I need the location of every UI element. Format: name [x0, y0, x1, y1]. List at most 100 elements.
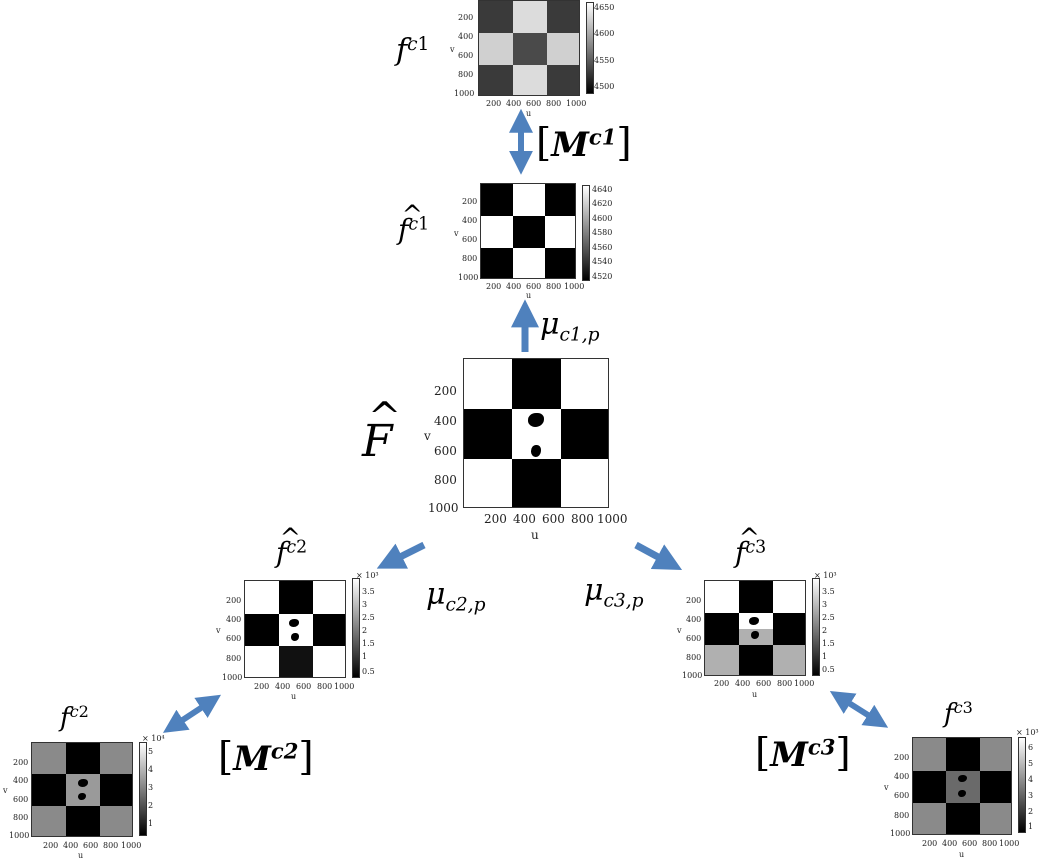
x-tick: 1000 [334, 682, 355, 691]
x-axis-label: u [752, 690, 758, 699]
y-tick: 800 [462, 254, 478, 263]
x-tick: 400 [942, 839, 958, 848]
cb-tick: 4640 [592, 185, 613, 194]
x-tick: 200 [484, 512, 507, 526]
y-tick: 1000 [454, 89, 475, 98]
x-tick: 800 [982, 839, 998, 848]
x-tick: 200 [254, 682, 270, 691]
cb-tick: 3 [1028, 791, 1034, 800]
cb-tick: 3 [148, 783, 154, 792]
y-tick: 400 [13, 776, 29, 785]
label-hat-f-c1: fc1 [398, 202, 429, 244]
colorbar-f-c1 [586, 2, 594, 94]
cb-tick: 4520 [592, 272, 613, 281]
operator-mu-c2: μc2,p [426, 577, 486, 616]
x-tick: 1000 [566, 99, 587, 108]
x-tick: 600 [962, 839, 978, 848]
label-F-hat: F [362, 398, 401, 464]
y-tick: 200 [462, 197, 478, 206]
x-tick: 800 [103, 841, 119, 850]
x-tick: 800 [317, 682, 333, 691]
x-tick: 1000 [597, 512, 628, 526]
cb-tick: 5 [148, 747, 154, 756]
double-arrow-c2 [162, 694, 222, 733]
cb-tick: 4500 [594, 82, 615, 91]
cb-tick: 2 [362, 626, 368, 635]
operator-m-c2: [Mc2] [218, 735, 314, 780]
x-tick: 600 [756, 679, 772, 688]
cb-tick: 4600 [592, 214, 613, 223]
y-axis-label: v [424, 429, 431, 443]
colorbar-hat-f-c2 [352, 578, 360, 678]
cb-tick: 2 [148, 801, 154, 810]
cb-tick: 3 [362, 600, 368, 609]
x-tick: 200 [922, 839, 938, 848]
x-tick: 400 [63, 841, 79, 850]
y-tick: 400 [458, 32, 474, 41]
y-tick: 400 [226, 615, 242, 624]
cb-tick: 3.5 [362, 587, 375, 596]
x-axis-label: u [78, 851, 84, 860]
cb-tick: 4560 [592, 243, 613, 252]
colorbar-f-c3 [1018, 737, 1026, 833]
cb-tick: 3 [822, 600, 828, 609]
x-tick: 200 [486, 99, 502, 108]
x-tick: 800 [546, 99, 562, 108]
y-tick: 1000 [222, 673, 243, 682]
arrow-to-hat-c2 [376, 541, 426, 569]
cb-tick: 2.5 [362, 613, 375, 622]
arrow-to-hat-c3 [634, 541, 683, 571]
y-tick: 600 [13, 795, 29, 804]
operator-mu-c1: μc1,p [540, 307, 600, 346]
y-tick: 200 [226, 596, 242, 605]
cb-tick: 2.5 [822, 613, 835, 622]
image-F-hat [463, 358, 609, 508]
x-axis-label: u [291, 692, 297, 701]
operator-m-c3: [Mc3] [755, 731, 851, 776]
cb-tick: 1 [148, 819, 154, 828]
y-tick: 1000 [9, 831, 30, 840]
y-axis-label: v [884, 783, 889, 792]
y-tick: 200 [686, 596, 702, 605]
cb-tick: 1 [1028, 822, 1034, 831]
label-hat-f-c2: fc2 [276, 525, 307, 567]
y-tick: 800 [434, 473, 457, 487]
image-f-c2 [31, 742, 133, 837]
y-tick: 200 [434, 384, 457, 398]
cb-tick: 4 [1028, 775, 1034, 784]
y-tick: 600 [686, 634, 702, 643]
image-hat-f-c3 [704, 580, 806, 676]
y-tick: 800 [226, 654, 242, 663]
operator-mu-c3: μc3,p [584, 573, 644, 612]
x-axis-label: u [959, 850, 965, 859]
x-tick: 400 [506, 282, 522, 291]
cb-tick: 3.5 [822, 587, 835, 596]
y-axis-label: v [677, 626, 682, 635]
x-tick: 600 [526, 99, 542, 108]
y-axis-label: v [216, 626, 221, 635]
cb-tick: 2 [1028, 807, 1034, 816]
cb-tick: 1 [822, 652, 828, 661]
y-tick: 200 [458, 13, 474, 22]
y-tick: 1000 [458, 273, 479, 282]
colorbar-hat-f-c1 [582, 185, 590, 281]
colorbar-hat-f-c3 [812, 578, 820, 676]
cb-tick: 4620 [592, 199, 613, 208]
y-tick: 600 [458, 51, 474, 60]
cb-exponent: × 10³ [814, 571, 837, 580]
y-tick: 200 [13, 758, 29, 767]
y-tick: 200 [894, 753, 910, 762]
y-tick: 1000 [682, 671, 703, 680]
x-tick: 400 [275, 682, 291, 691]
y-tick: 600 [462, 235, 478, 244]
label-hat-f-c3: fc3 [735, 525, 766, 567]
y-axis-label: v [3, 786, 8, 795]
cb-exponent: × 10⁴ [142, 734, 165, 743]
x-tick: 800 [777, 679, 793, 688]
x-tick: 200 [714, 679, 730, 688]
cb-tick: 2 [822, 626, 828, 635]
x-tick: 400 [513, 512, 536, 526]
y-tick: 400 [462, 216, 478, 225]
x-axis-label: u [526, 291, 532, 300]
